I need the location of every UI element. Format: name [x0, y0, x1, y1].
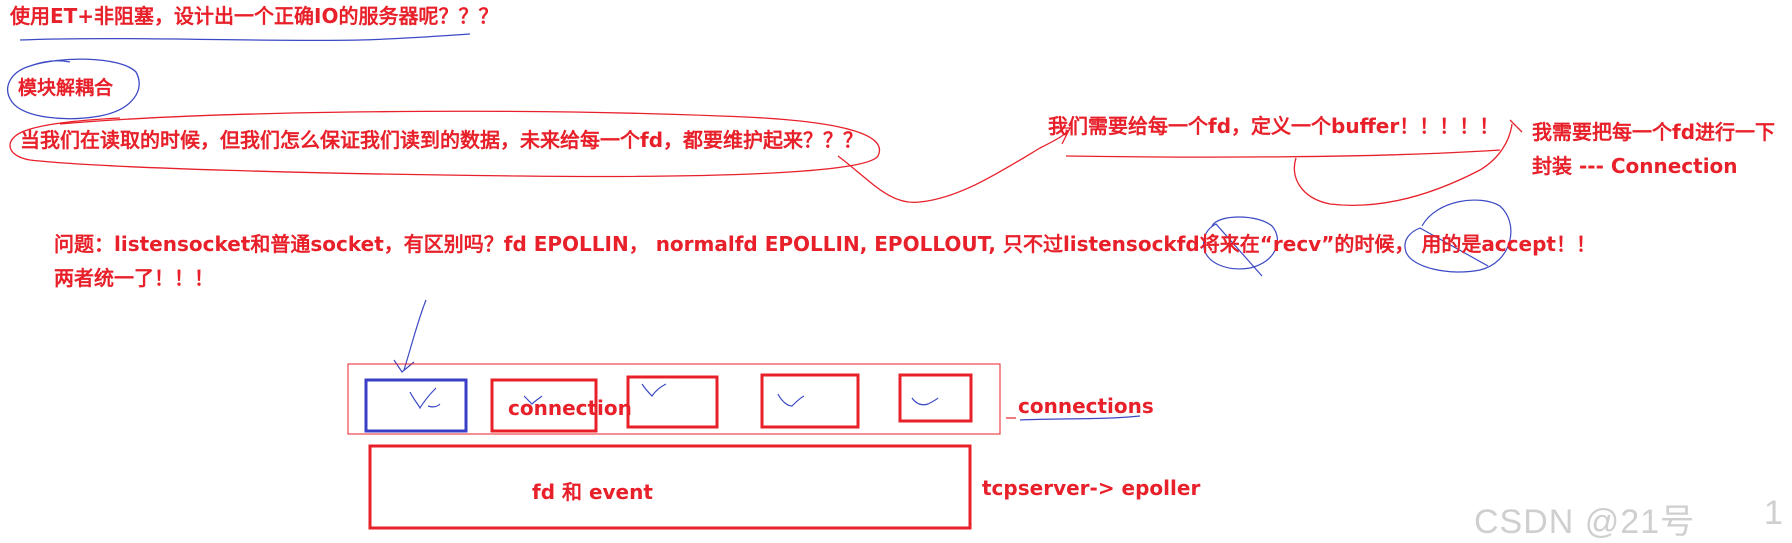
fd-event-label: fd 和 event [532, 480, 653, 504]
check-mark-1 [409, 387, 441, 410]
arrow-to-buffer-note [837, 129, 1069, 204]
connections-label: connections [1018, 394, 1154, 418]
check-mark-5 [911, 397, 939, 406]
wrap-note-line1: 我需要把每一个fd进行一下 [1532, 120, 1776, 144]
connection-slot-1 [364, 378, 468, 433]
pointer-arrow-head [393, 359, 415, 373]
arrow-to-wrap-note [1293, 123, 1513, 207]
recv-circle [1203, 216, 1279, 277]
title-underline [19, 33, 471, 42]
page-number: 1 [1764, 494, 1783, 532]
buffer-note-underline [1065, 149, 1501, 158]
csdn-watermark: CSDN @21号 [1474, 503, 1696, 541]
connections-container [347, 363, 1001, 435]
module-decoupling-label: 模块解耦合 [18, 77, 114, 99]
buffer-note: 我们需要给每一个fd，定义一个buffer！！！！！ [1048, 114, 1500, 138]
connection-slot-3 [626, 375, 719, 429]
epoller-box [368, 444, 972, 530]
check-mark-3 [641, 383, 667, 397]
connection-slot-4 [760, 373, 860, 429]
module-decoupling-circle [7, 58, 140, 120]
tcpserver-label: tcpserver-> epoller [982, 476, 1201, 500]
arrow-head-buffer [1050, 127, 1072, 145]
wrap-note-line2: 封装 --- Connection [1532, 154, 1738, 178]
check-mark-4 [777, 393, 805, 407]
connections-underline [1019, 415, 1141, 421]
accept-circle [1404, 199, 1512, 273]
connection-slot-2 [490, 378, 598, 433]
check-mark-2 [523, 395, 543, 405]
arrow-head-wrap [1509, 119, 1523, 133]
title-question: 使用ET+非阻塞，设计出一个正确IO的服务器呢？？？ [10, 4, 499, 28]
read-question: 当我们在读取的时候，但我们怎么保证我们读到的数据，未来给每一个fd，都要维护起来… [20, 128, 864, 152]
read-question-oval [9, 110, 881, 178]
pointer-arrow [403, 299, 427, 371]
connection-slot-5 [898, 373, 973, 423]
connection-label: connection [508, 396, 632, 420]
problem-line2: 两者统一了！！！ [54, 266, 214, 290]
problem-line1: 问题：listensocket和普通socket，有区别吗？fd EPOLLIN… [54, 232, 1596, 256]
